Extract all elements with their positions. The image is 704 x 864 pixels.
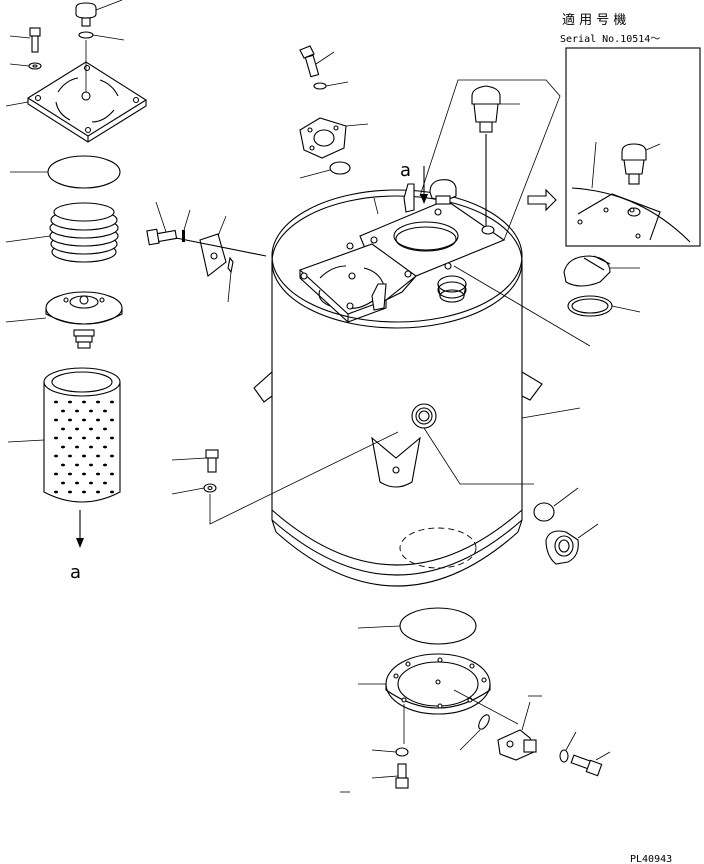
bottom-drain-plate (358, 653, 519, 744)
serial-number-range: Serial No.10514～ (560, 34, 660, 45)
bottom-bolt (340, 747, 409, 793)
filler-cap (563, 255, 641, 317)
small-oring (478, 714, 490, 730)
filter-perforation (75, 445, 79, 449)
filter-perforation (82, 418, 86, 422)
callout-label-tank: a (400, 160, 411, 181)
filter-perforation (96, 454, 100, 458)
top-flange-group (299, 45, 369, 179)
filter-perforation (61, 409, 65, 413)
filter-perforation (110, 490, 114, 494)
filter-perforation (82, 472, 86, 476)
filter-perforation (75, 481, 79, 485)
filter-perforation (61, 427, 65, 431)
filter-perforation (103, 427, 107, 431)
drain-valve (497, 695, 611, 777)
callout-label-left: a (70, 562, 81, 583)
filter-perforation (89, 427, 93, 431)
filter-perforation (96, 436, 100, 440)
filter-perforation (89, 409, 93, 413)
level-gauge-parts (533, 487, 599, 565)
inset-breather (621, 143, 661, 185)
filter-cover-plate (5, 40, 148, 143)
filter-perforation (96, 418, 100, 422)
bolt-top-left (9, 27, 42, 70)
side-bolt-group (146, 201, 267, 303)
filter-perforation (110, 418, 114, 422)
filter-perforation (75, 409, 79, 413)
filter-perforation (82, 400, 86, 404)
filter-perforation (68, 400, 72, 404)
filter-perforation (89, 463, 93, 467)
filter-perforation (61, 445, 65, 449)
filter-perforation (75, 427, 79, 431)
filter-perforation (96, 472, 100, 476)
applicability-title: 適 用 号 機 (562, 12, 626, 28)
filter-perforation (110, 472, 114, 476)
filter-perforation (61, 481, 65, 485)
filter-gasket (47, 155, 121, 189)
filter-perforation (110, 400, 114, 404)
filter-perforation (110, 436, 114, 440)
filter-perforation (68, 472, 72, 476)
callout-arrow-a: a (400, 160, 428, 204)
filter-perforation (54, 454, 58, 458)
filler-strainer (437, 275, 467, 303)
filter-perforation (68, 454, 72, 458)
filter-perforation (103, 463, 107, 467)
breather-valve (471, 85, 520, 228)
top-plug (75, 0, 123, 27)
filter-perforation (54, 490, 58, 494)
filter-perforation (68, 490, 72, 494)
filter-perforation (54, 418, 58, 422)
filter-perforation (103, 445, 107, 449)
filter-perforation (103, 481, 107, 485)
tank-top-plate (298, 179, 506, 324)
filter-perforation (110, 454, 114, 458)
sight-gauge (411, 403, 437, 429)
filter-perforation (68, 418, 72, 422)
filter-perforation (96, 400, 100, 404)
filter-perforation (82, 490, 86, 494)
filter-perforation (82, 454, 86, 458)
filter-perforation (82, 436, 86, 440)
filter-perforation (54, 472, 58, 476)
inset-arrow (527, 188, 557, 212)
bypass-valve (5, 291, 123, 349)
filter-perforation (89, 445, 93, 449)
filter-spring (5, 202, 119, 263)
filter-perforation (54, 436, 58, 440)
drawing-number: PL40943 (630, 854, 672, 864)
bottom-gasket (399, 607, 477, 645)
filter-perforation (61, 463, 65, 467)
serial-inset: 適 用 号 機 Serial No.10514～ (527, 12, 701, 247)
small-gasket (78, 31, 94, 39)
filter-perforation (54, 400, 58, 404)
filter-perforation (89, 481, 93, 485)
filter-perforation (75, 463, 79, 467)
tank-bolt-left (171, 431, 399, 525)
filter-perforation (68, 436, 72, 440)
filter-perforation (96, 490, 100, 494)
filter-perforation (103, 409, 107, 413)
filter-element (7, 367, 121, 548)
